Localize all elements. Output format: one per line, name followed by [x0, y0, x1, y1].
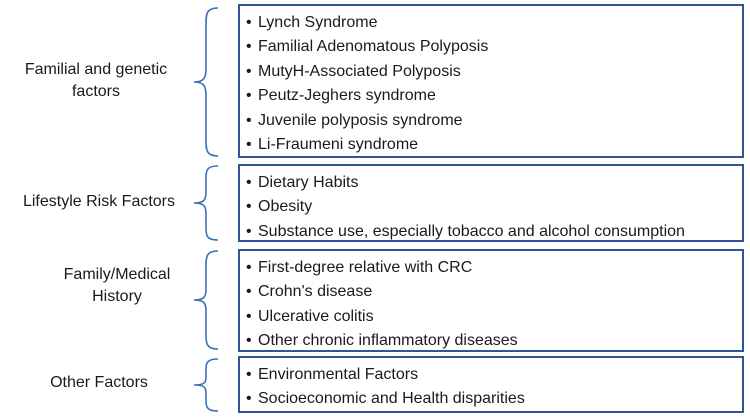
factor-list: •First-degree relative with CRC •Crohn's… [246, 256, 742, 354]
factor-list: •Dietary Habits •Obesity •Substance use,… [246, 171, 742, 244]
list-item: •MutyH-Associated Polyposis [246, 62, 461, 80]
list-item: •Juvenile polyposis syndrome [246, 111, 463, 129]
factor-list: •Environmental Factors •Socioeconomic an… [246, 363, 742, 412]
curly-brace-icon [193, 7, 219, 157]
factor-box-familial-genetic: •Lynch Syndrome •Familial Adenomatous Po… [238, 4, 744, 158]
factor-item-text: Lynch Syndrome [258, 14, 378, 31]
list-item: •Familial Adenomatous Polyposis [246, 38, 489, 56]
curly-brace-icon [193, 358, 219, 412]
factor-item-text: Socioeconomic and Health disparities [258, 390, 525, 408]
list-item: •Socioeconomic and Health disparities [246, 390, 525, 408]
list-item: •Lynch Syndrome [246, 14, 378, 31]
factor-item-text: Environmental Factors [258, 366, 419, 383]
category-label-lifestyle: Lifestyle Risk Factors [22, 193, 176, 210]
list-item: •Dietary Habits [246, 174, 359, 191]
list-item: •Crohn's disease [246, 283, 373, 301]
factor-box-lifestyle: •Dietary Habits •Obesity •Substance use,… [238, 164, 744, 242]
factor-box-family-medical: •First-degree relative with CRC •Crohn's… [238, 249, 744, 352]
curly-brace-icon [193, 250, 219, 350]
factor-item-text: Familial Adenomatous Polyposis [258, 38, 489, 56]
factor-item-text: Obesity [258, 198, 313, 216]
list-item: •Li-Fraumeni syndrome [246, 136, 419, 154]
factor-item-text: Ulcerative colitis [258, 307, 374, 325]
factor-item-text: Dietary Habits [258, 174, 359, 191]
category-label-familial-genetic: Familial and genetic factors [24, 61, 168, 100]
list-item: •Substance use, especially tobacco and a… [246, 222, 685, 240]
category-label-other: Other Factors [50, 374, 148, 391]
factor-item-text: MutyH-Associated Polyposis [258, 62, 461, 80]
factor-item-text: Li-Fraumeni syndrome [258, 136, 419, 154]
list-item: •First-degree relative with CRC [246, 259, 473, 276]
factor-item-text: Crohn's disease [258, 283, 373, 301]
list-item: •Peutz-Jeghers syndrome [246, 87, 436, 105]
factor-item-text: First-degree relative with CRC [258, 259, 473, 276]
category-label-family-medical: Family/Medical History [63, 266, 171, 305]
list-item: •Other chronic inflammatory diseases [246, 332, 518, 350]
list-item: •Ulcerative colitis [246, 307, 374, 325]
factor-box-other: •Environmental Factors •Socioeconomic an… [238, 356, 744, 413]
curly-brace-icon [193, 165, 219, 241]
factor-item-text: Substance use, especially tobacco and al… [258, 222, 685, 240]
factor-list: •Lynch Syndrome •Familial Adenomatous Po… [246, 11, 742, 157]
list-item: •Obesity [246, 198, 313, 216]
factor-item-text: Peutz-Jeghers syndrome [258, 87, 436, 105]
factor-item-text: Other chronic inflammatory diseases [258, 332, 518, 350]
factor-item-text: Juvenile polyposis syndrome [258, 111, 463, 129]
list-item: •Environmental Factors [246, 366, 419, 383]
